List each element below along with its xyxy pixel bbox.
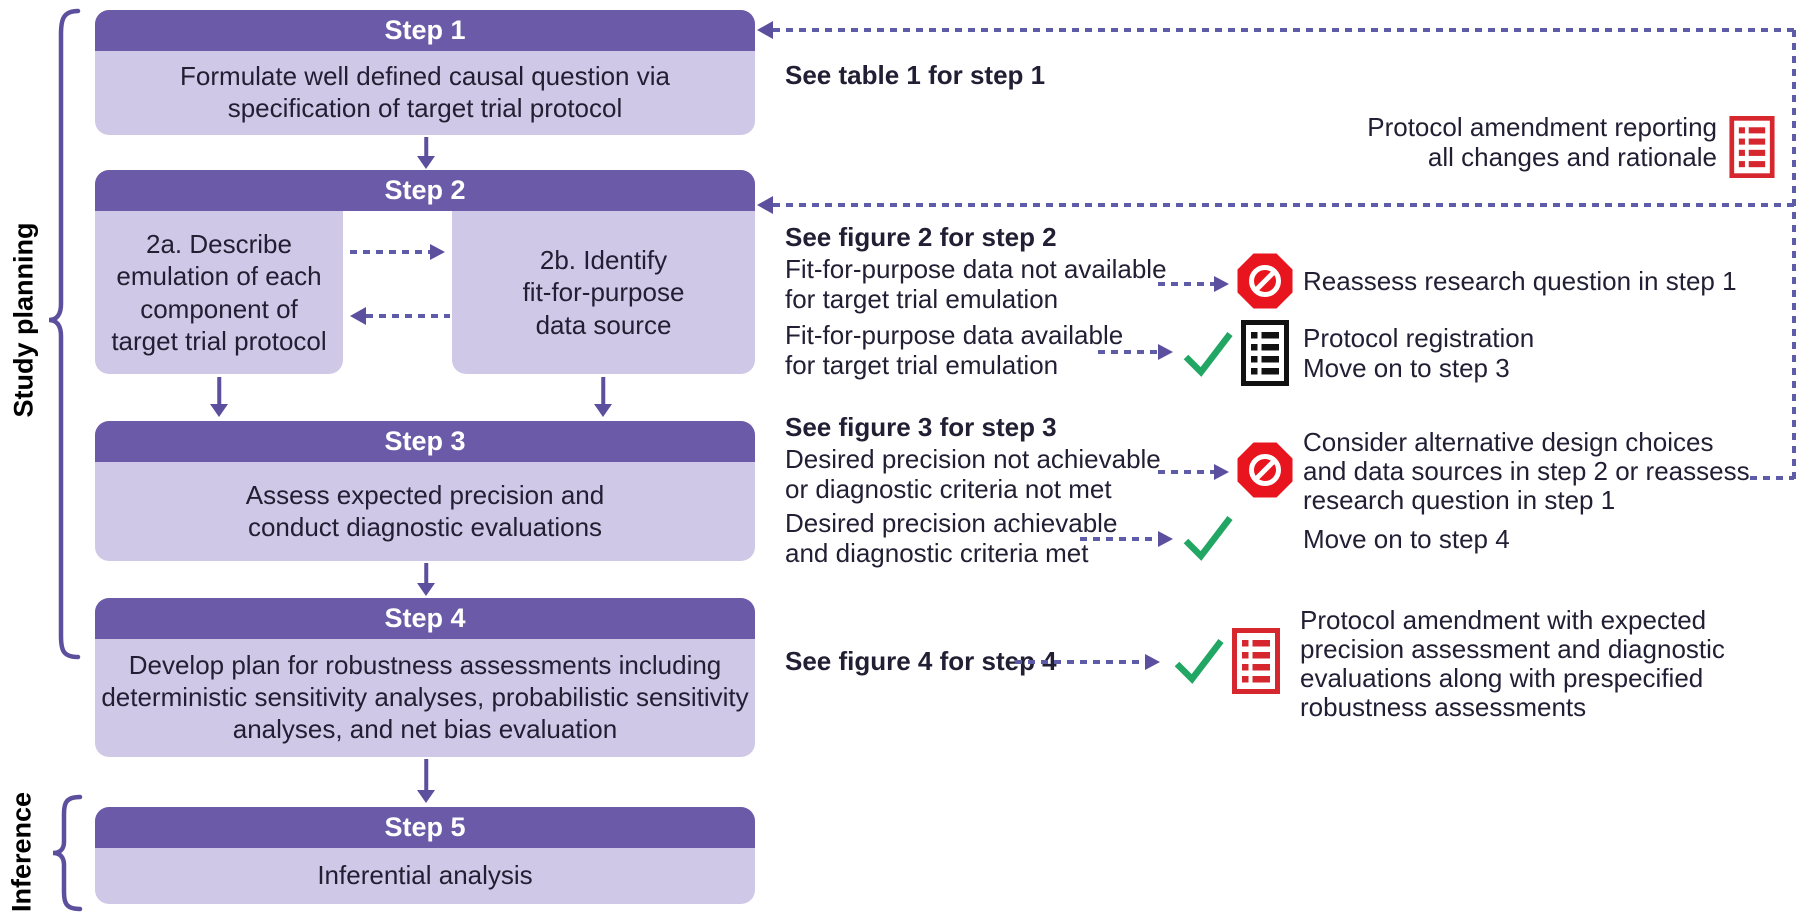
step2-pass-label: Fit-for-purpose data available for targe… (785, 320, 1124, 380)
arrow-2b-to-2a (366, 314, 450, 318)
arrow-step2-fail (1158, 282, 1214, 286)
arrow-2a-to-2b (350, 250, 430, 254)
step4-body: Develop plan for robustness assessments … (95, 639, 755, 757)
arrow-step2-pass (1098, 350, 1158, 354)
loop-arrowhead-step1 (757, 21, 773, 39)
step1-header: Step 1 (95, 10, 755, 51)
step2-fail-outcome-label: Reassess research question in step 1 (1303, 266, 1737, 296)
see-table1-label: See table 1 for step 1 (785, 60, 1046, 90)
step2-header: Step 2 (95, 170, 755, 211)
protocol-document-list-icon (1241, 320, 1289, 386)
arrow-step2-fail-head (1214, 276, 1229, 292)
step2a-box: 2a. Describe emulation of each component… (95, 211, 343, 374)
stop-prohibition-icon (1237, 442, 1293, 498)
arrow-step3-pass (1080, 537, 1158, 541)
study-planning-brace (48, 8, 81, 660)
arrow-step3-fail-head (1214, 464, 1229, 480)
step3-pass-label: Desired precision achievable and diagnos… (785, 508, 1118, 568)
step4-box: Step 4 Develop plan for robustness asses… (95, 598, 755, 757)
see-figure3-label: See figure 3 for step 3 (785, 412, 1057, 442)
amendment-document-list-icon (1232, 628, 1280, 694)
loop-arrowhead-step2 (757, 196, 773, 214)
step1-box: Step 1 Formulate well defined causal que… (95, 10, 755, 135)
loop-line-to-step2 (773, 203, 1796, 207)
green-checkmark-icon (1183, 516, 1233, 561)
step4-header: Step 4 (95, 598, 755, 639)
step2-pass-outcome-label: Protocol registration Move on to step 3 (1303, 323, 1535, 383)
arrow-step3-pass-head (1158, 531, 1173, 547)
stop-prohibition-icon (1237, 253, 1293, 309)
step3-body: Assess expected precision and conduct di… (95, 462, 755, 561)
arrow-step1-to-step2 (416, 137, 436, 169)
arrow-2a-to-2b-head (430, 244, 445, 260)
step2-fail-label: Fit-for-purpose data not available for t… (785, 254, 1167, 314)
loop-line-vertical (1792, 30, 1796, 480)
step4-outcome-label: Protocol amendment with expected precisi… (1300, 605, 1725, 722)
loop-line-from-step3-outcome (1750, 476, 1794, 480)
arrow-step4 (1015, 660, 1145, 664)
step3-box: Step 3 Assess expected precision and con… (95, 421, 755, 561)
protocol-amendment-top-label: Protocol amendment reporting all changes… (1367, 112, 1717, 172)
loop-line-to-step1 (773, 28, 1796, 32)
arrow-step4-head (1145, 654, 1160, 670)
step1-body: Formulate well defined causal question v… (95, 51, 755, 135)
amendment-document-list-icon (1729, 116, 1775, 178)
arrow-step3-to-step4 (416, 563, 436, 596)
see-figure2-label: See figure 2 for step 2 (785, 222, 1057, 252)
green-checkmark-icon (1174, 639, 1224, 684)
section-label-inference: Inference (6, 791, 37, 913)
arrow-step2-pass-head (1158, 344, 1173, 360)
arrow-step3-fail (1158, 470, 1214, 474)
arrow-step4-to-step5 (416, 759, 436, 803)
see-figure4-label: See figure 4 for step 4 (785, 646, 1057, 676)
inference-brace (52, 794, 83, 912)
arrow-2b-to-step3 (593, 377, 613, 417)
step3-fail-label: Desired precision not achievable or diag… (785, 444, 1161, 504)
arrow-2b-to-2a-head (350, 307, 366, 325)
green-checkmark-icon (1183, 332, 1233, 377)
step2b-box: 2b. Identify fit-for-purpose data source (452, 211, 755, 374)
step5-header: Step 5 (95, 807, 755, 848)
step5-body: Inferential analysis (95, 848, 755, 904)
section-label-study-planning: Study planning (8, 222, 39, 418)
step5-box: Step 5 Inferential analysis (95, 807, 755, 904)
step3-pass-outcome-label: Move on to step 4 (1303, 524, 1510, 554)
step3-header: Step 3 (95, 421, 755, 462)
step3-fail-outcome-label: Consider alternative design choices and … (1303, 427, 1750, 515)
arrow-2a-to-step3 (209, 377, 229, 417)
